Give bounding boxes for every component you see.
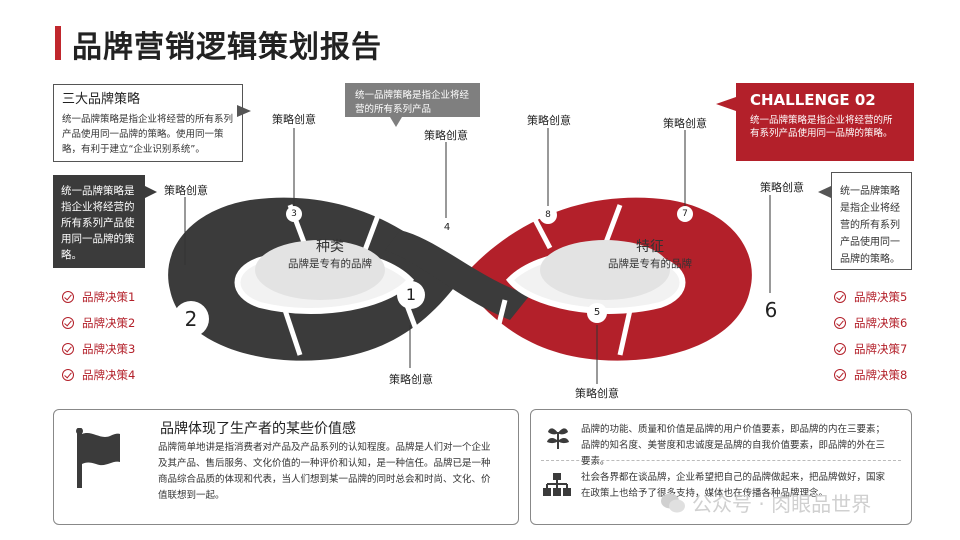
elements-panel: 品牌的功能、质量和价值是品牌的用户价值要素，即品牌的内在三要素；品牌的知名度、美… <box>530 409 912 525</box>
plant-icon <box>547 428 569 449</box>
watermark: 公众号 · 肉眼品世界 <box>660 488 871 517</box>
callout-challenge-title: CHALLENGE 02 <box>750 91 876 109</box>
step-number-4: 4 <box>437 218 457 238</box>
callout-three-strategies-title: 三大品牌策略 <box>62 92 141 107</box>
strategy-label-1: 策略创意 <box>389 373 433 386</box>
check-circle-icon <box>62 369 74 381</box>
crossing-band <box>385 230 530 320</box>
value-panel-text: 品牌简单地讲是指消费者对产品及产品系列的认知程度。品牌是人们对一个企业及其产品、… <box>158 442 491 501</box>
right-inner-shape <box>540 240 670 300</box>
right-center-subtitle: 品牌是专有的品牌 <box>608 258 692 270</box>
step-number-3: 3 <box>286 206 302 222</box>
right-center-title: 特征 <box>636 239 664 255</box>
check-circle-icon <box>834 369 846 381</box>
callout-dark-text: 统一品牌策略是指企业将经营的所有系列产品使用同一品牌的策略。 <box>61 185 135 261</box>
decision-label: 品牌决策6 <box>854 316 908 330</box>
callout-challenge-text: 统一品牌策略是指企业将经营的所有系列产品使用同一品牌的策略。 <box>750 115 893 139</box>
watermark-text: 公众号 · 肉眼品世界 <box>692 492 872 516</box>
infinity-diagram <box>168 197 752 361</box>
wechat-icon <box>661 493 685 512</box>
callout-gray-pointer <box>390 117 402 127</box>
strategy-label-7: 策略创意 <box>663 117 707 130</box>
check-circle-icon <box>62 291 74 303</box>
check-circle-icon <box>834 317 846 329</box>
left-center-title: 种类 <box>316 239 344 255</box>
callout-gray: 统一品牌策略是指企业将经营的所有系列产品 <box>345 83 480 117</box>
left-center-label: 种类 品牌是专有的品牌 <box>275 236 385 271</box>
decision-label: 品牌决策2 <box>82 316 136 330</box>
strategy-label-8: 策略创意 <box>527 114 571 127</box>
decision-item: 品牌决策5 <box>834 284 907 310</box>
org-chart-icon <box>543 473 571 496</box>
flag-icon <box>76 428 120 488</box>
step-number-6: 6 <box>754 293 788 327</box>
decisions-right: 品牌决策5 品牌决策6 品牌决策7 品牌决策8 <box>834 284 907 388</box>
step-number-7: 7 <box>677 206 693 222</box>
page-title: 品牌营销逻辑策划报告 <box>72 30 382 65</box>
decision-item: 品牌决策3 <box>62 336 135 362</box>
panel-divider <box>541 460 901 461</box>
check-circle-icon <box>834 343 846 355</box>
title-accent-bar <box>55 26 61 60</box>
value-panel: 品牌体现了生产者的某些价值感 品牌简单地讲是指消费者对产品及产品系列的认知程度。… <box>53 409 519 525</box>
strategy-label-3: 策略创意 <box>272 113 316 126</box>
decision-item: 品牌决策7 <box>834 336 907 362</box>
strategy-label-2: 策略创意 <box>164 184 208 197</box>
callout-gray-text: 统一品牌策略是指企业将经营的所有系列产品 <box>355 90 470 115</box>
callout-dark-pointer <box>145 186 157 198</box>
decision-label: 品牌决策8 <box>854 368 908 382</box>
decision-item: 品牌决策1 <box>62 284 135 310</box>
decision-label: 品牌决策5 <box>854 290 908 304</box>
callout-three-strategies-text: 统一品牌策略是指企业将经营的所有系列产品使用同一品牌的策略。使用同一策略，有利于… <box>62 114 234 155</box>
strategy-label-6: 策略创意 <box>760 181 804 194</box>
decision-label: 品牌决策7 <box>854 342 908 356</box>
right-center-label: 特征 品牌是专有的品牌 <box>595 236 705 271</box>
callout-right-text: 统一品牌策略是指企业将经营的所有系列产品使用同一品牌的策略。 <box>840 186 900 265</box>
decision-item: 品牌决策4 <box>62 362 135 388</box>
callout-right: 统一品牌策略是指企业将经营的所有系列产品使用同一品牌的策略。 <box>831 172 912 270</box>
step-number-1: 1 <box>397 281 425 309</box>
check-circle-icon <box>62 317 74 329</box>
step-number-2: 2 <box>173 301 209 337</box>
callout-dark: 统一品牌策略是指企业将经营的所有系列产品使用同一品牌的策略。 <box>53 175 145 268</box>
elements-text-2: 社会各界都在谈品牌，企业希望把自己的品牌做起来，把品牌做好，国家在政策上也给予了… <box>581 472 886 499</box>
step-number-8: 8 <box>539 206 557 224</box>
decision-item: 品牌决策6 <box>834 310 907 336</box>
step-number-5: 5 <box>587 303 607 323</box>
callout-three-strategies-pointer <box>237 105 251 117</box>
decision-label: 品牌决策1 <box>82 290 136 304</box>
check-circle-icon <box>62 343 74 355</box>
callout-challenge: CHALLENGE 02 统一品牌策略是指企业将经营的所有系列产品使用同一品牌的… <box>736 83 914 161</box>
callout-challenge-pointer <box>716 97 736 111</box>
check-circle-icon <box>834 291 846 303</box>
value-panel-title: 品牌体现了生产者的某些价值感 <box>160 421 356 437</box>
callout-right-pointer <box>818 186 831 198</box>
callout-three-strategies: 三大品牌策略 统一品牌策略是指企业将经营的所有系列产品使用同一品牌的策略。使用同… <box>53 84 243 162</box>
decision-label: 品牌决策4 <box>82 368 136 382</box>
decisions-left: 品牌决策1 品牌决策2 品牌决策3 品牌决策4 <box>62 284 135 388</box>
strategy-label-4: 策略创意 <box>424 129 468 142</box>
strategy-label-5: 策略创意 <box>575 387 619 400</box>
left-center-subtitle: 品牌是专有的品牌 <box>288 258 372 270</box>
decision-label: 品牌决策3 <box>82 342 136 356</box>
decision-item: 品牌决策2 <box>62 310 135 336</box>
left-inner-shape <box>255 240 385 300</box>
decision-item: 品牌决策8 <box>834 362 907 388</box>
elements-text-1: 品牌的功能、质量和价值是品牌的用户价值要素，即品牌的内在三要素；品牌的知名度、美… <box>581 424 886 467</box>
